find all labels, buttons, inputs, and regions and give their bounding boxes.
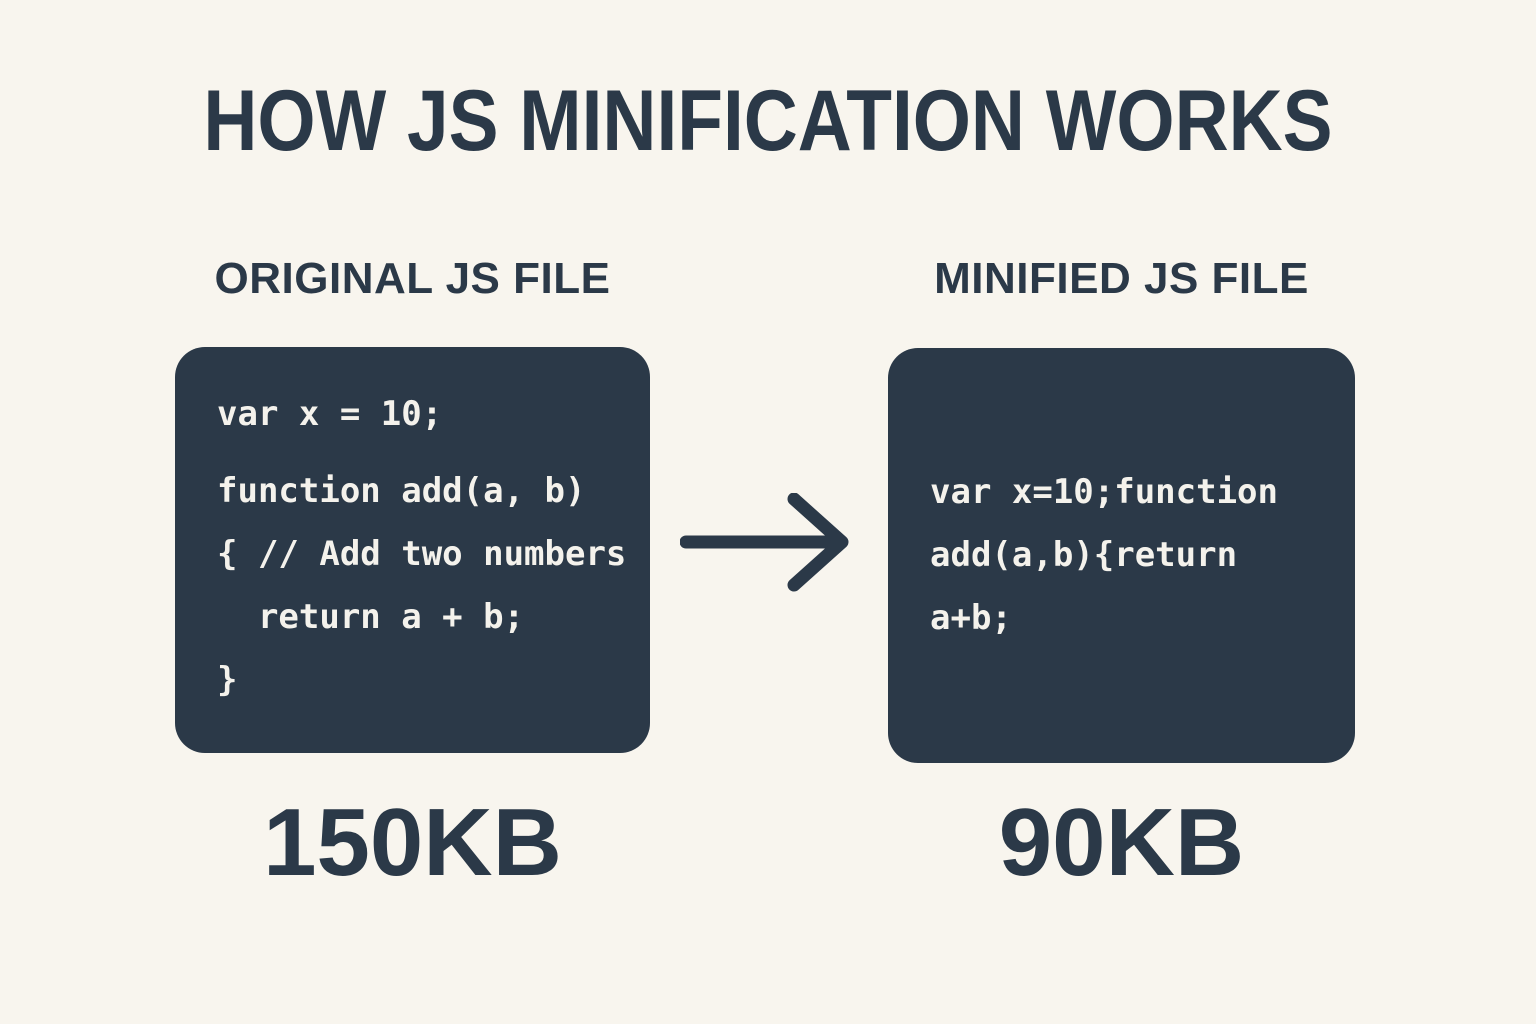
code-line: a+b; [930, 598, 1012, 638]
page-title: HOW JS MINIFICATION WORKS [0, 72, 1536, 171]
original-code-block: var x = 10; function add(a, b) { // Add tw… [217, 383, 638, 712]
transform-arrow [679, 492, 855, 593]
code-line: function add(a, b) [217, 471, 586, 511]
code-line: } [217, 660, 238, 700]
original-size-label: 150KB [263, 789, 562, 896]
code-line: var x=10;function [930, 472, 1278, 512]
minified-file-heading: MINIFIED JS FILE [934, 254, 1309, 303]
code-line: { // Add two numbers [217, 534, 627, 574]
code-line: var x = 10; [217, 394, 443, 434]
original-file-heading: ORIGINAL JS FILE [214, 254, 611, 303]
original-code-panel: var x = 10; function add(a, b) { // Add tw… [175, 347, 650, 753]
code-line: add(a,b){return [930, 535, 1238, 575]
minified-code-panel: var x=10;function add(a,b){return a+b; [888, 348, 1355, 763]
minified-size-label: 90KB [998, 789, 1245, 896]
code-line: return a + b; [217, 597, 525, 637]
minified-code-block: var x=10;function add(a,b){return a+b; [930, 461, 1343, 650]
right-arrow-icon [679, 492, 849, 592]
page-title-text: HOW JS MINIFICATION WORKS [203, 73, 1333, 169]
